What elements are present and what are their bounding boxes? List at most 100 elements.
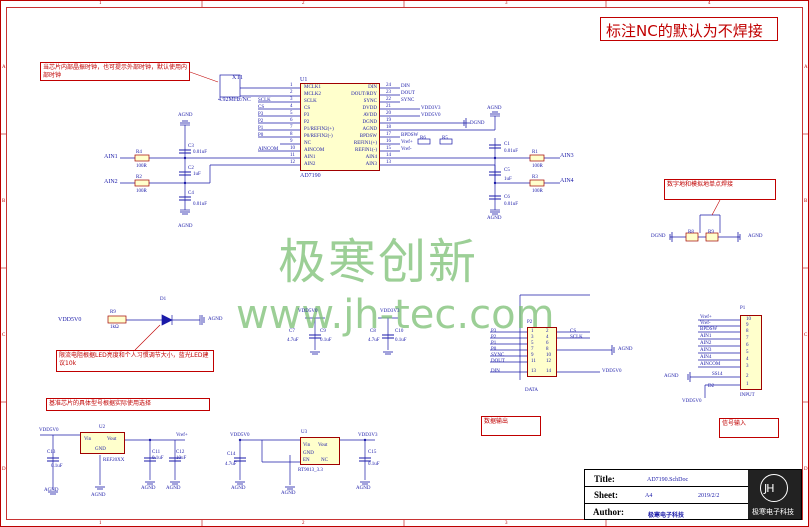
c15-ref: C15	[368, 450, 377, 455]
u2-vout: Vout	[107, 437, 117, 442]
u3-part: RT9013_3.3	[298, 468, 323, 473]
net-label: VDD3V3	[421, 106, 441, 111]
u1-pin-name: P3	[304, 113, 310, 118]
input-net-label: AIN1	[700, 334, 712, 339]
vdd5v0-label: VDD5V0	[39, 428, 59, 433]
data-net-label: DOUT	[491, 359, 505, 364]
c8-ref: C8	[370, 329, 376, 334]
c4-value: 0.01uF	[193, 202, 208, 207]
u1-pin-number: 24	[386, 83, 391, 88]
u1-pin-number: 21	[386, 104, 391, 109]
data-net-label: P3	[491, 329, 497, 334]
input-label: INPUT	[740, 393, 755, 398]
input-pin-number: 8	[746, 329, 749, 334]
watermark-url: www.jh-tec.com	[236, 292, 555, 338]
author-value: 极寒电子科技	[648, 512, 685, 519]
agnd-label: AGND	[281, 491, 296, 496]
data-net-label: VDD5V0	[602, 369, 622, 374]
u1-pin-name: DVDD	[362, 106, 377, 111]
c7-value: 4.7uF	[287, 338, 299, 343]
input-pin-number: 2	[746, 374, 749, 379]
u2-part: REF20XX	[103, 458, 125, 463]
u1-pin-number: 1	[290, 83, 293, 88]
u1-pin-number: 12	[290, 160, 295, 165]
data-net-label: P1	[491, 341, 497, 346]
input-net-label: AIN4	[700, 355, 712, 360]
row-label: D	[804, 467, 808, 472]
data-pin-number: 9	[531, 353, 534, 358]
note-signal-input: 信号输入	[719, 418, 779, 438]
u3-nc: NC	[321, 458, 328, 463]
u3-vin: Vin	[303, 443, 311, 448]
u1-pin-name: AIN1	[304, 155, 316, 160]
author-label: Author:	[593, 507, 624, 517]
agnd-label: AGND	[356, 486, 371, 491]
data-pin-number: 8	[546, 347, 549, 352]
u2-vin: Vin	[84, 437, 92, 442]
input-net-label: AIN3	[700, 348, 712, 353]
u3-vout: Vout	[318, 443, 328, 448]
title-label: Title:	[594, 474, 615, 484]
ain4-label: AIN4	[560, 178, 574, 184]
vdd5v0-label: VDD5V0	[298, 309, 318, 314]
u1-pin-number: 14	[386, 153, 391, 158]
r1-ref: R1	[532, 150, 538, 155]
c5-value: 1uF	[504, 177, 512, 182]
data-pin-number: 11	[531, 359, 536, 364]
u1-pin-name: DIN	[368, 85, 377, 90]
input-net-label: SS14	[712, 372, 723, 377]
col-label: 1	[99, 521, 102, 526]
col-label: 3	[505, 1, 508, 6]
r2-value: 100R	[136, 189, 147, 194]
c12-value: 10uF	[176, 456, 187, 461]
u3-ldo	[300, 437, 340, 465]
ain2-label: AIN2	[104, 179, 118, 185]
data-pin-number: 10	[546, 353, 551, 358]
dgnd-label: DGND	[651, 234, 666, 239]
row-label: C	[804, 333, 808, 338]
agnd-label: AGND	[487, 106, 502, 111]
u1-pin-number: 7	[290, 125, 293, 130]
r8-ref: R8	[688, 230, 694, 235]
r3-ref: R3	[532, 175, 538, 180]
note-ref-chip: 基准芯片的具体型号根据实际使用选择	[46, 398, 210, 411]
input-pin-number: 4	[746, 357, 749, 362]
u1-pin-number: 17	[386, 132, 391, 137]
data-pin-number: 12	[546, 359, 551, 364]
input-net-label: AINCOM	[700, 362, 721, 367]
ain3-label: AIN3	[560, 153, 574, 159]
u2-gnd: GND	[95, 447, 106, 452]
u1-pin-number: 11	[290, 153, 295, 158]
col-label: 2	[302, 1, 305, 6]
c2-ref: C2	[188, 166, 194, 171]
u1-pin-name: MCLK2	[304, 92, 321, 97]
net-label: P1	[258, 126, 264, 131]
vdd3v3-label: VDD3V3	[358, 433, 378, 438]
data-pin-number: 1	[531, 329, 534, 334]
c3-ref: C3	[188, 144, 194, 149]
u1-pin-number: 10	[290, 146, 295, 151]
xt1-value: 4.92MHz/NC	[218, 97, 251, 103]
r4-ref: R4	[136, 150, 142, 155]
col-label: 1	[99, 1, 102, 6]
input-pin-number: 1	[746, 382, 749, 387]
vref-label: Vref+	[176, 433, 188, 438]
net-label: AINCOM	[258, 147, 279, 152]
c9-value: 0.1uF	[320, 338, 332, 343]
sheet-date: 2019/2/2	[698, 493, 720, 499]
r9-led-value: 1kΩ	[110, 325, 119, 330]
u1-ref: U1	[300, 77, 308, 83]
note-solder: 数字地和模拟地单点焊接	[664, 179, 776, 200]
c8-value: 4.7uF	[368, 338, 380, 343]
row-label: B	[804, 199, 808, 204]
net-label: VDD5V0	[421, 113, 441, 118]
u1-pin-number: 2	[290, 90, 293, 95]
r5-ref: R5	[442, 136, 448, 141]
c14-ref: C14	[227, 452, 236, 457]
logo-initials: JH	[764, 482, 774, 495]
net-label: CS	[258, 105, 265, 110]
agnd-label: AGND	[748, 234, 763, 239]
agnd-label: AGND	[91, 493, 106, 498]
u1-pin-name: DGND	[362, 120, 377, 125]
